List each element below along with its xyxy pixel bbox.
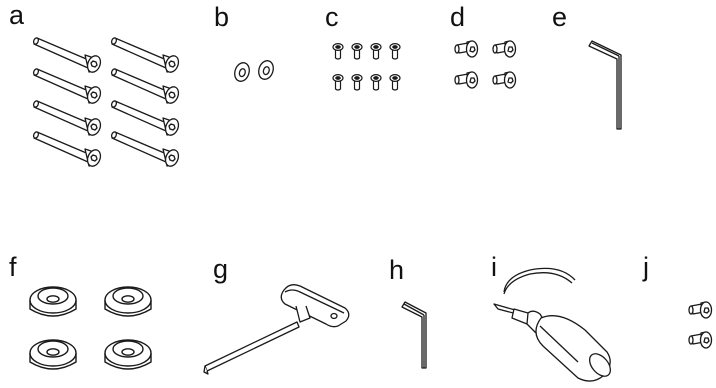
washer-icon <box>231 58 277 84</box>
oil-bottle-icon <box>494 268 614 381</box>
small-screw-icon <box>332 42 401 91</box>
hex-key-large-icon <box>589 41 621 129</box>
t-handle-hex-wrench-icon <box>204 285 349 374</box>
part-label-g: g <box>213 254 229 284</box>
short-bolt-icon <box>688 301 713 349</box>
part-label-j: j <box>643 252 649 282</box>
part-label-b: b <box>214 2 230 32</box>
part-label-d: d <box>450 2 466 32</box>
part-label-i: i <box>491 252 497 282</box>
part-label-a: a <box>9 0 25 30</box>
hex-key-small-icon <box>402 302 426 368</box>
part-label-c: c <box>325 2 339 32</box>
part-label-e: e <box>552 2 568 32</box>
short-bolt-icon <box>454 40 517 89</box>
part-label-f: f <box>9 252 17 282</box>
long-bolt-icon <box>32 36 182 169</box>
part-label-h: h <box>389 255 405 285</box>
rubber-foot-icon <box>29 286 152 370</box>
